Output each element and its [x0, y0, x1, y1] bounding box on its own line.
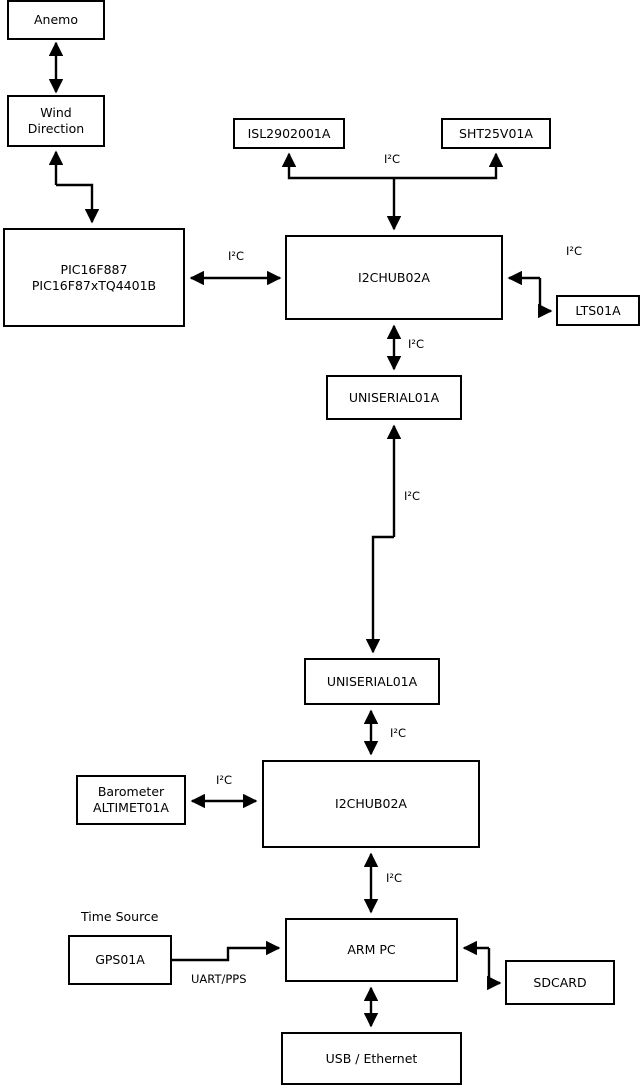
wire-wind-pic-jog: [56, 183, 100, 224]
node-isl2902001a[interactable]: ISL2902001A: [233, 118, 345, 149]
edge-label-uniserial-hub2: I²C: [390, 726, 407, 740]
node-pic-microcontroller[interactable]: PIC16F887 PIC16F87xTQ4401B: [3, 228, 185, 327]
node-sdcard[interactable]: SDCARD: [505, 960, 615, 1005]
node-i2chub02a-bottom[interactable]: I2CHUB02A: [262, 760, 480, 848]
wire-hub-bus-isl: [281, 152, 394, 180]
node-arm-pc[interactable]: ARM PC: [285, 918, 458, 982]
wire-hub-bus-sht: [394, 152, 504, 180]
wire-gps-arm: [172, 940, 281, 962]
edge-label-barometer-hub2: I²C: [216, 773, 233, 787]
edge-label-pic-hub: I²C: [228, 249, 245, 263]
node-uniserial01a-lower[interactable]: UNISERIAL01A: [304, 658, 440, 705]
node-i2chub02a-top[interactable]: I2CHUB02A: [285, 235, 503, 320]
edge-label-hub-sensors: I²C: [384, 152, 401, 166]
node-sht25v01a[interactable]: SHT25V01A: [441, 118, 551, 149]
edge-label-hub-uniserial: I²C: [408, 337, 425, 351]
wire-hub-lts-out: [538, 278, 553, 319]
edge-label-uniserial-link: I²C: [404, 489, 421, 503]
wire-arm-sdcard-out: [487, 948, 502, 991]
edge-label-gps-arm: UART/PPS: [191, 972, 247, 986]
node-usb-ethernet[interactable]: USB / Ethernet: [281, 1032, 462, 1085]
node-barometer-altimet01a[interactable]: Barometer ALTIMET01A: [76, 775, 186, 825]
edge-label-hub2-arm: I²C: [386, 871, 403, 885]
node-wind-direction[interactable]: Wind Direction: [7, 95, 105, 147]
node-gps01a[interactable]: GPS01A: [68, 935, 172, 985]
node-lts01a[interactable]: LTS01A: [556, 295, 640, 326]
node-anemo[interactable]: Anemo: [7, 0, 105, 40]
node-uniserial01a-upper[interactable]: UNISERIAL01A: [326, 375, 462, 420]
edge-label-hub-lts: I²C: [566, 244, 583, 258]
label-time-source: Time Source: [81, 909, 159, 924]
wire-uniserial-link-down: [365, 535, 394, 654]
